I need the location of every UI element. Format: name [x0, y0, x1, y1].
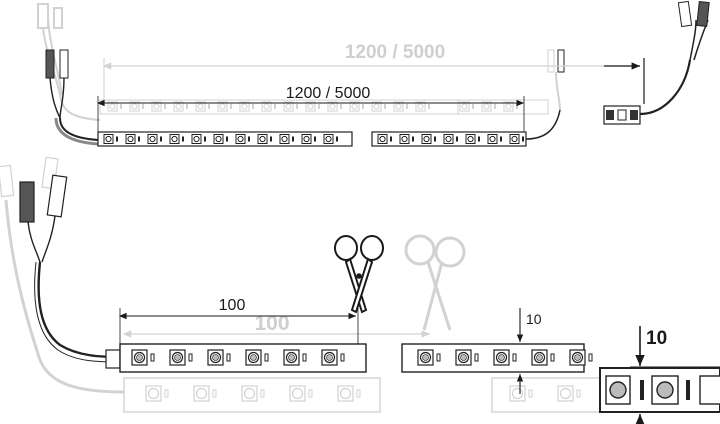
cut-pitch-label: 100	[219, 297, 246, 314]
top-section: 1200 / 5000 1200 / 5000	[37, 0, 710, 147]
end-cap-dimension	[604, 58, 645, 104]
led-strip-bottom-right	[401, 343, 593, 373]
led-strip-top-right	[371, 109, 561, 147]
connector-left	[45, 49, 99, 146]
ghost-strip-top	[99, 99, 549, 115]
ghost-connector-right	[547, 49, 565, 111]
top-ghost-dimension: 1200 / 5000	[102, 42, 640, 100]
top-ghost-length-label: 1200 / 5000	[345, 42, 445, 63]
scissors-ghost-icon	[404, 234, 466, 331]
scissors-icon	[334, 235, 384, 314]
strip-width-dimension-small: 10	[516, 308, 542, 394]
top-dimension: 1200 / 5000	[96, 85, 525, 132]
bottom-section: 100 100 10 10	[0, 156, 720, 424]
strip-width-dimension-bold: 10	[630, 326, 720, 424]
ghost-strip-bottom	[123, 377, 603, 413]
ghost-connector-left	[37, 3, 101, 121]
cable-bottom	[19, 174, 121, 369]
top-length-label: 1200 / 5000	[286, 85, 371, 102]
cut-dimension: 100	[118, 297, 359, 344]
end-connector	[603, 0, 710, 125]
led-strip-top-left	[97, 131, 353, 147]
strip-width-small-label: 10	[526, 311, 542, 327]
led-strip-detail	[599, 367, 720, 413]
strip-width-bold-label: 10	[646, 328, 667, 349]
led-strip-bottom-left	[119, 343, 367, 373]
